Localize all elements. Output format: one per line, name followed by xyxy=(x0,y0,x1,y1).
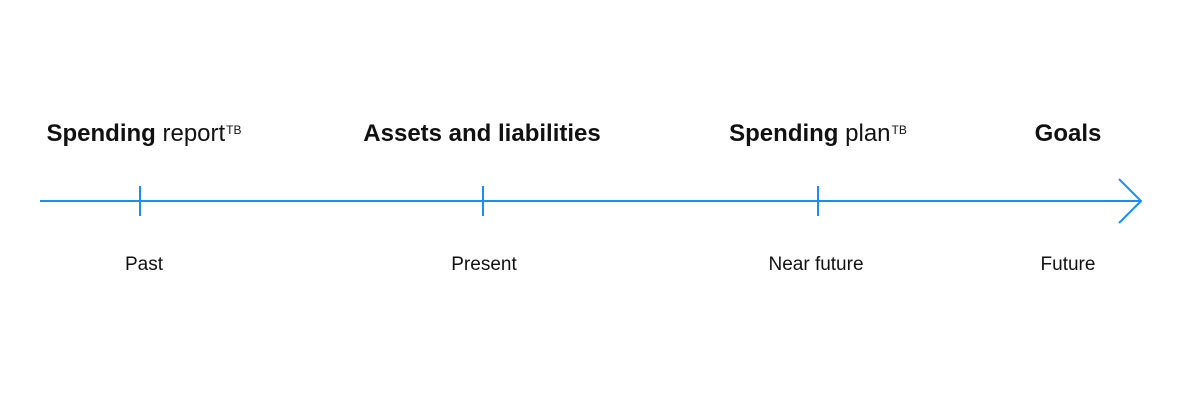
stage-time-present: Present xyxy=(451,254,517,275)
timeline-arrowhead-icon xyxy=(1118,178,1143,224)
stage-title-superscript: TB xyxy=(226,123,242,137)
stage-time-past: Past xyxy=(124,254,164,275)
stage-time-future: Future xyxy=(1040,254,1096,275)
stage-title-bold: Spending xyxy=(729,120,839,147)
stage-title-future: Goals xyxy=(1035,118,1102,150)
stage-title-regular: report xyxy=(162,120,226,147)
stage-title-superscript: TB xyxy=(891,123,907,137)
stage-title-past: Spending reportTB xyxy=(46,118,241,150)
stage-title-present: Assets and liabilities xyxy=(363,118,600,150)
stage-title-bold: Assets and liabilities xyxy=(363,120,601,147)
stage-title-regular: plan xyxy=(845,120,891,147)
stage-title-bold: Spending xyxy=(46,120,156,147)
stage-title-bold: Goals xyxy=(1034,120,1102,147)
stage-time-near-future: Near future xyxy=(768,254,864,275)
stage-title-near-future: Spending planTB xyxy=(729,118,907,150)
